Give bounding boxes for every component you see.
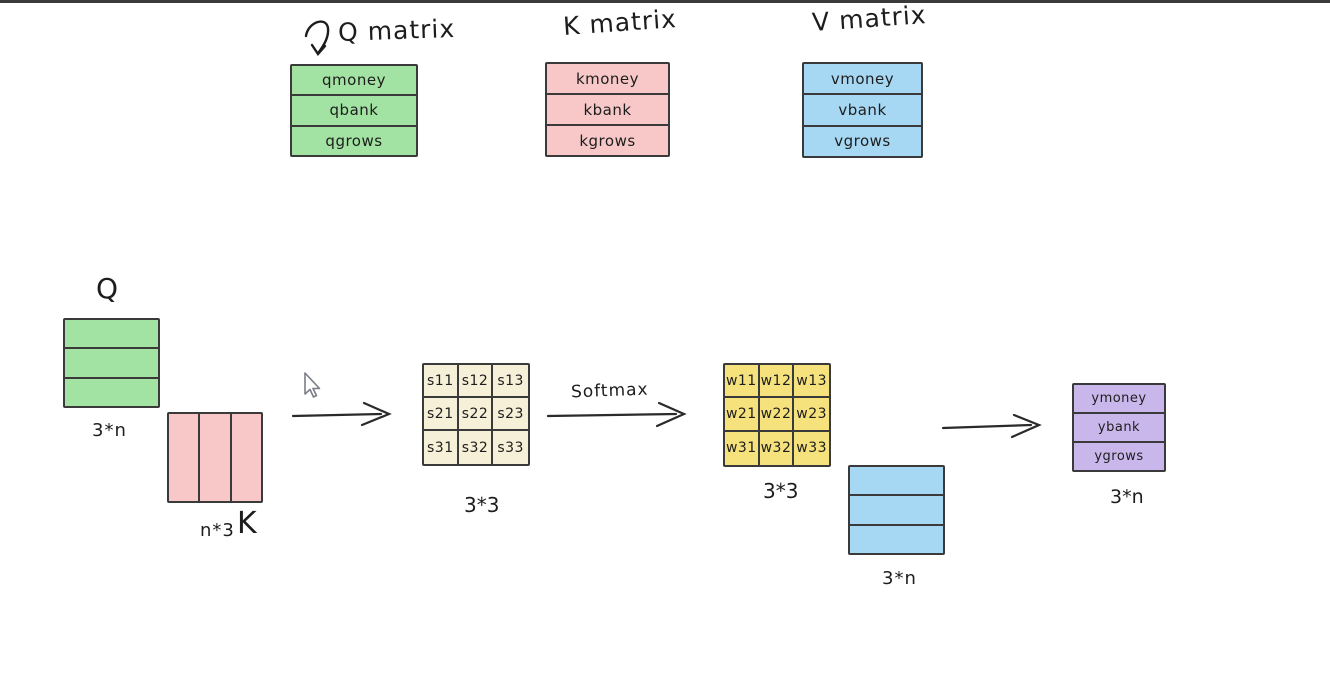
v-matrix-row: vmoney [830,69,895,88]
weight-cell: w32 [760,431,795,465]
k-block-label[interactable]: K [237,506,257,541]
weight-cell: w31 [725,431,760,465]
q-block-row [65,347,158,376]
weight-cell: w13 [794,365,829,399]
arrow-wv-to-y-icon [941,413,1042,439]
v-block[interactable] [848,465,945,555]
v-block-row [850,523,943,553]
output-matrix-row: ygrows [1074,441,1164,470]
output-matrix-dim-label[interactable]: 3*n [1110,486,1144,508]
curved-down-arrow-icon [304,20,330,56]
output-matrix-row: ybank [1074,412,1164,441]
q-matrix-labeled[interactable]: qmoney qbank qgrows [290,64,418,157]
q-matrix-title[interactable]: Q matrix [337,13,456,48]
v-block-row [850,494,943,523]
score-matrix-dim-label[interactable]: 3*3 [464,493,500,517]
arrow-qk-to-s-icon [291,401,392,427]
k-block-dim-label[interactable]: n*3 [200,520,235,541]
weight-matrix-dim-label[interactable]: 3*3 [763,479,799,503]
k-block-col [169,414,198,501]
weight-cell: w12 [759,365,795,399]
score-cell: s21 [424,398,459,431]
mouse-pointer-icon [304,372,321,398]
weight-cell: w33 [796,440,828,457]
v-block-row [850,467,943,494]
k-matrix-row: kgrows [547,124,668,155]
window-top-edge-bar [0,0,1330,3]
score-cell: s23 [493,398,528,431]
weight-matrix[interactable]: w11 w12 w13 w21 w22 w23 w31 w32 w33 [723,363,831,467]
weight-cell: w23 [794,398,829,432]
score-cell: s22 [458,398,494,431]
score-cell: s12 [458,365,494,398]
score-matrix[interactable]: s11 s12 s13 s21 s22 s23 s31 s32 s33 [422,363,530,466]
score-cell: s33 [497,439,524,456]
score-cell: s32 [459,431,494,464]
weight-cell: w22 [759,398,795,432]
k-block-col [198,414,229,501]
k-matrix-row: kmoney [575,69,640,88]
v-block-dim-label[interactable]: 3*n [882,568,917,589]
k-matrix-labeled[interactable]: kmoney kbank kgrows [545,62,670,157]
score-cell: s31 [424,431,459,464]
v-matrix-row: vgrows [804,124,921,156]
softmax-arrow-icon [546,401,687,428]
k-block-col [229,414,261,501]
q-block[interactable] [63,318,160,408]
q-matrix-row: qbank [292,94,416,124]
output-matrix[interactable]: ymoney ybank ygrows [1072,383,1166,472]
k-matrix-title[interactable]: K matrix [562,4,678,41]
q-block-row [65,376,158,406]
v-matrix-row: vbank [804,93,921,124]
q-block-row [65,320,158,347]
k-block-transposed[interactable] [167,412,263,503]
softmax-label[interactable]: Softmax [570,379,649,403]
k-matrix-row: kbank [547,93,668,124]
q-block-dim-label[interactable]: 3*n [92,420,127,441]
weight-cell: w11 [725,365,760,399]
q-block-label[interactable]: Q [96,272,119,305]
weight-cell: w21 [725,398,760,432]
output-matrix-row: ymoney [1091,391,1147,406]
v-matrix-labeled[interactable]: vmoney vbank vgrows [802,62,923,158]
v-matrix-title[interactable]: V matrix [811,0,928,37]
q-matrix-row: qgrows [292,124,416,155]
score-cell: s13 [493,365,528,398]
q-matrix-row: qmoney [322,71,386,90]
score-cell: s11 [424,365,459,398]
